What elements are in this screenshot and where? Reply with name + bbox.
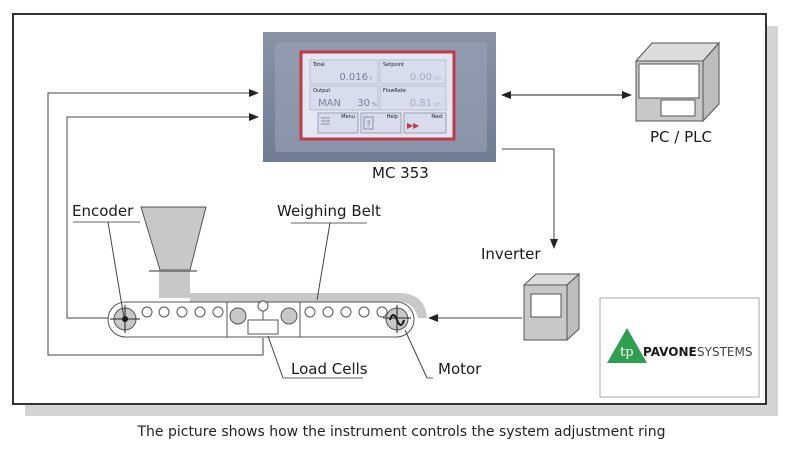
svg-text:Next: Next [431,114,443,120]
load-cells-leader [267,335,284,379]
encoder-signal-line [66,113,259,319]
motor-label: Motor [438,360,482,378]
load-cells-label: Load Cells [291,360,368,378]
screen-cell-flowrate [379,85,447,111]
flowrate-value: 0.81 [410,98,432,109]
encoder-label: Encoder [72,202,134,220]
weigh-rollers [229,307,298,325]
setpoint-label: Setpoint [383,62,404,68]
svg-text:tp: tp [620,345,634,360]
figure-caption: The picture shows how the instrument con… [137,424,666,440]
output-label: Output [313,88,330,94]
total-label: Total [312,62,325,68]
inverter-label: Inverter [481,245,541,263]
inverter-device [522,272,581,342]
logo-triangle-icon [607,328,647,363]
total-value: 0.016 [339,72,368,83]
encoder-roller [110,305,140,333]
motor-leader [404,329,428,379]
help-icon [363,116,374,130]
controller-to-inverter-line [502,148,558,249]
screen-cell-output [309,85,379,111]
svg-text:?: ? [366,120,371,130]
output-value: 30 [357,98,370,109]
logo-brand-light: SYSTEMS [697,345,752,359]
motor [383,305,411,333]
idler-rollers [141,306,388,318]
controller-mc353: Total Setpoint Output FlowRate 0.016 0.0… [263,32,496,182]
flowrate-unit: t/h [434,102,441,108]
output-mode: MAN [318,98,341,109]
svg-text:Help: Help [387,114,398,120]
output-unit: % [372,102,377,108]
weighing-belt-leader [316,222,331,301]
setpoint-unit: t/h [434,76,441,82]
logo-brand-bold: PAVONE [643,345,697,359]
screen-help-button[interactable]: ? Help [360,112,402,134]
pavone-logo: tp PAVONE SYSTEMS [599,297,760,398]
screen-cell-setpoint [379,59,447,85]
svg-text:Menu: Menu [341,114,355,120]
fast-forward-icon: ▶▶ [407,121,420,130]
screen-menu-button[interactable]: Menu [317,112,359,134]
load-cell [247,300,279,335]
screen-next-button[interactable]: ▶▶ Next [403,112,447,134]
pc-plc-device: PC / PLC [634,41,721,146]
flowrate-label: FlowRate [383,88,406,94]
encoder-leader [107,221,125,319]
material-layer [190,293,427,318]
total-unit: t [370,76,372,82]
pc-plc-label: PC / PLC [650,128,712,146]
setpoint-value: 0.00 [410,72,432,83]
menu-icon [321,117,330,125]
weighing-belt-label: Weighing Belt [277,202,381,220]
screen-cell-total [309,59,379,85]
loadcell-signal-line [47,89,264,356]
controller-name-label: MC 353 [372,164,429,182]
hopper [140,206,207,298]
